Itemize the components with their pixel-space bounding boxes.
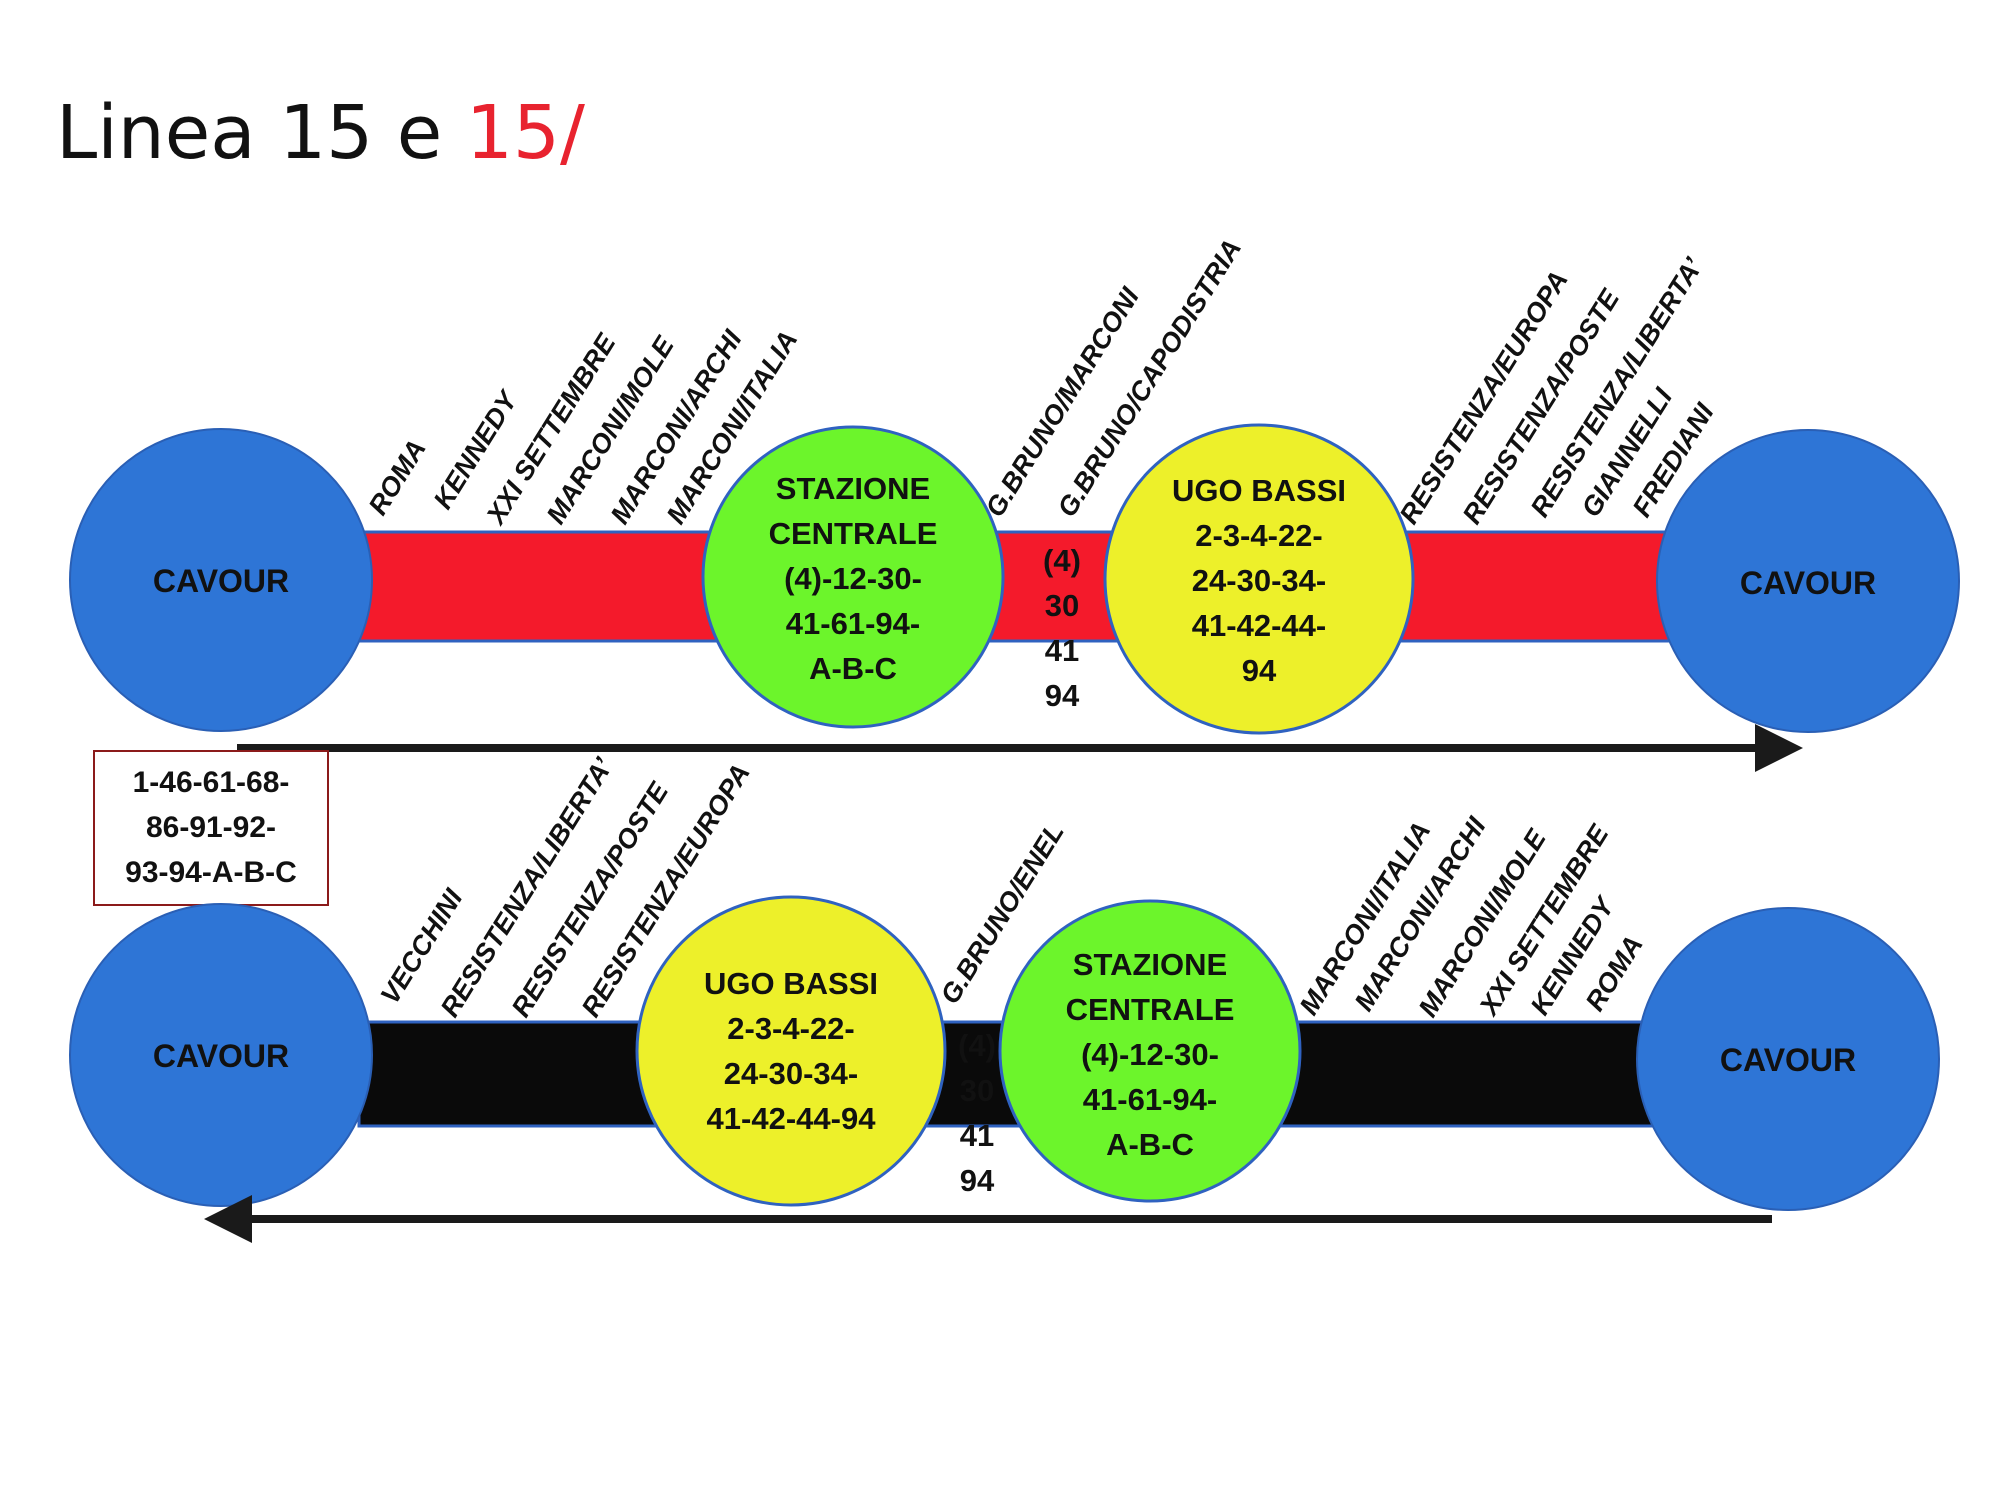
hub-line: 24-30-34-: [1192, 563, 1326, 598]
between-number: 30: [960, 1073, 994, 1108]
connections-text: 1-46-61-68- 86-91-92- 93-94-A-B-C: [125, 766, 297, 889]
between-numbers: (4) 30 41 94: [1043, 543, 1081, 713]
connections-line: 1-46-61-68-: [133, 766, 290, 799]
connections-box: [93, 750, 329, 906]
hub-stazione-centrale-top: [701, 425, 1005, 729]
stop-labels: VECCHINIRESISTENZA/LIBERTA’RESISTENZA/PO…: [375, 752, 1649, 1022]
terminal-label: CAVOUR: [153, 563, 289, 599]
hub-line: 94: [1242, 653, 1277, 688]
hub-line: CENTRALE: [1066, 992, 1235, 1027]
between-number: 30: [1045, 588, 1079, 623]
hub-line: 41-42-44-94: [707, 1101, 877, 1136]
between-number: 41: [960, 1118, 994, 1153]
hub-line: CENTRALE: [769, 516, 938, 551]
between-number: (4): [1043, 543, 1081, 578]
between-number: (4): [958, 1028, 996, 1063]
terminal-label: CAVOUR: [153, 1038, 289, 1074]
hub-ugo-bassi-top: [1103, 423, 1415, 735]
terminal-cavour-bottom-right: [1636, 907, 1940, 1211]
hub-line: STAZIONE: [776, 471, 930, 506]
hub-stazione-centrale-bottom: [998, 899, 1302, 1203]
terminal-label: CAVOUR: [1720, 1042, 1856, 1078]
page-title: Linea 15 e 15/: [56, 90, 585, 176]
between-number: 94: [960, 1163, 995, 1198]
hub-line: UGO BASSI: [704, 966, 878, 1001]
terminal-label: CAVOUR: [1740, 565, 1876, 601]
between-numbers: (4) 30 41 94: [958, 1028, 996, 1198]
hub-line: 2-3-4-22-: [727, 1011, 855, 1046]
hub-label: STAZIONE CENTRALE (4)-12-30- 41-61-94- A-B-C: [1066, 947, 1235, 1162]
hub-line: (4)-12-30-: [1081, 1037, 1219, 1072]
hub-line: (4)-12-30-: [784, 561, 922, 596]
hub-ugo-bassi-bottom: [635, 895, 947, 1207]
hub-line: 41-61-94-: [786, 606, 920, 641]
hub-line: UGO BASSI: [1172, 473, 1346, 508]
connections-line: 93-94-A-B-C: [125, 856, 297, 889]
between-number: 94: [1045, 678, 1080, 713]
hub-line: STAZIONE: [1073, 947, 1227, 982]
terminal-cavour-top-right: [1656, 429, 1960, 733]
connections-line: 86-91-92-: [146, 811, 276, 844]
line-15-bar: [357, 530, 1671, 643]
title-suffix: 15/: [466, 90, 585, 176]
hub-line: 41-42-44-: [1192, 608, 1326, 643]
hub-line: 41-61-94-: [1083, 1082, 1217, 1117]
hub-label: UGO BASSI 2-3-4-22- 24-30-34- 41-42-44- 94: [1172, 473, 1346, 688]
hub-label: UGO BASSI 2-3-4-22- 24-30-34- 41-42-44-94: [704, 966, 878, 1136]
hub-label: STAZIONE CENTRALE (4)-12-30- 41-61-94- A-B-C: [769, 471, 938, 686]
hub-line: A-B-C: [1106, 1127, 1194, 1162]
hub-line: A-B-C: [809, 651, 897, 686]
terminal-cavour-top-left: [69, 428, 373, 732]
hub-line: 24-30-34-: [724, 1056, 858, 1091]
title-prefix: Linea 15 e: [56, 90, 466, 176]
hub-line: 2-3-4-22-: [1195, 518, 1323, 553]
stop-label: ROMA: [363, 434, 432, 520]
between-number: 41: [1045, 633, 1079, 668]
